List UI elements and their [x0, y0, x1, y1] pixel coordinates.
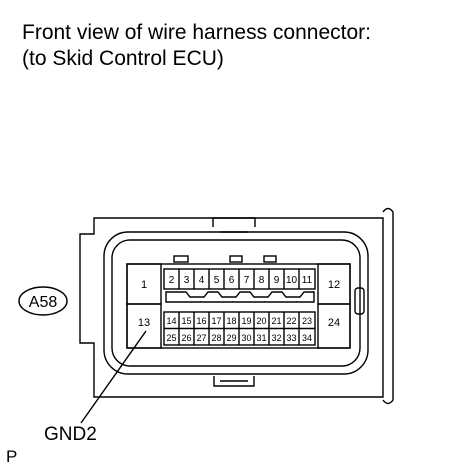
- pin-11: 11: [302, 275, 313, 286]
- pin-24-cell: [317, 303, 351, 349]
- pin-6: 6: [229, 275, 235, 286]
- pin-9: 9: [274, 275, 280, 286]
- pin-25: 25: [166, 333, 176, 343]
- top-latch: [212, 217, 256, 227]
- pin-20: 20: [256, 316, 266, 326]
- pin-18: 18: [226, 316, 236, 326]
- pin-14: 14: [166, 316, 176, 326]
- pin-12: 12: [328, 279, 340, 291]
- connector-code-badge: [18, 286, 68, 316]
- title-line-1: Front view of wire harness connector:: [22, 21, 371, 44]
- diagram-title: Front view of wire harness connector: (t…: [22, 20, 371, 72]
- pin-16: 16: [196, 316, 206, 326]
- pin-13-cell: [126, 303, 162, 349]
- pin-2: 2: [169, 275, 175, 286]
- pin-3: 3: [184, 275, 190, 286]
- pin-29: 29: [226, 333, 236, 343]
- pin-30: 30: [241, 333, 251, 343]
- divider-rail: [165, 291, 315, 303]
- pin-26: 26: [181, 333, 191, 343]
- pin-22: 22: [286, 316, 296, 326]
- right-key: [354, 287, 365, 315]
- gnd2-callout-label: GND2: [44, 424, 97, 445]
- pin-33: 33: [286, 333, 296, 343]
- housing-side-rail: [382, 207, 394, 405]
- pin-27: 27: [196, 333, 206, 343]
- pin-15: 15: [181, 316, 191, 326]
- pin-24: 24: [328, 317, 340, 329]
- pin-17: 17: [211, 316, 221, 326]
- pin-34: 34: [302, 333, 312, 343]
- bottom-latch: [213, 376, 255, 387]
- pin-21: 21: [271, 316, 281, 326]
- title-line-2: (to Skid Control ECU): [22, 47, 224, 70]
- pin-labels: 1 12 13 24 2 3 4 5 6 7 8 9 10 11: [138, 275, 340, 329]
- pin-8: 8: [259, 275, 265, 286]
- connector-code: A58: [29, 294, 58, 311]
- pin-19: 19: [241, 316, 251, 326]
- pin-31: 31: [256, 333, 266, 343]
- gnd2-leader-line: [80, 330, 147, 424]
- pin-23: 23: [302, 316, 312, 326]
- pin-28: 28: [211, 333, 221, 343]
- connector-inner-frame: [103, 231, 369, 375]
- pin-1: 1: [141, 279, 147, 291]
- pin-7: 7: [244, 275, 250, 286]
- pin-5: 5: [214, 275, 220, 286]
- connector-housing: [79, 217, 384, 398]
- footer-code: P: [6, 447, 18, 466]
- pin-10: 10: [286, 275, 298, 286]
- pin-4: 4: [199, 275, 205, 286]
- pin-13: 13: [138, 317, 150, 329]
- pin-32: 32: [271, 333, 281, 343]
